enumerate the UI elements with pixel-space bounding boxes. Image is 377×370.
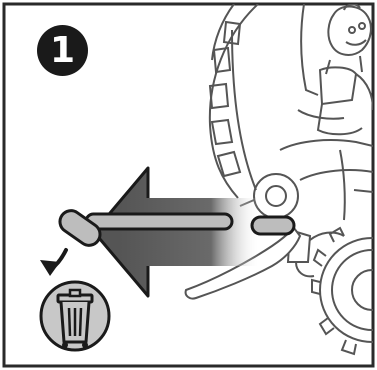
gear-wheel (311, 226, 373, 356)
vehicle-tire (208, 4, 259, 199)
pin-part-icon (58, 209, 234, 247)
trash-bin-icon (39, 280, 111, 352)
step-number-badge: 1 (37, 25, 88, 76)
vehicle-body (279, 4, 373, 221)
curved-down-arrow-icon (40, 248, 68, 276)
large-left-arrow-icon (94, 168, 260, 296)
character-head (325, 4, 372, 75)
pin-slot (250, 215, 296, 236)
